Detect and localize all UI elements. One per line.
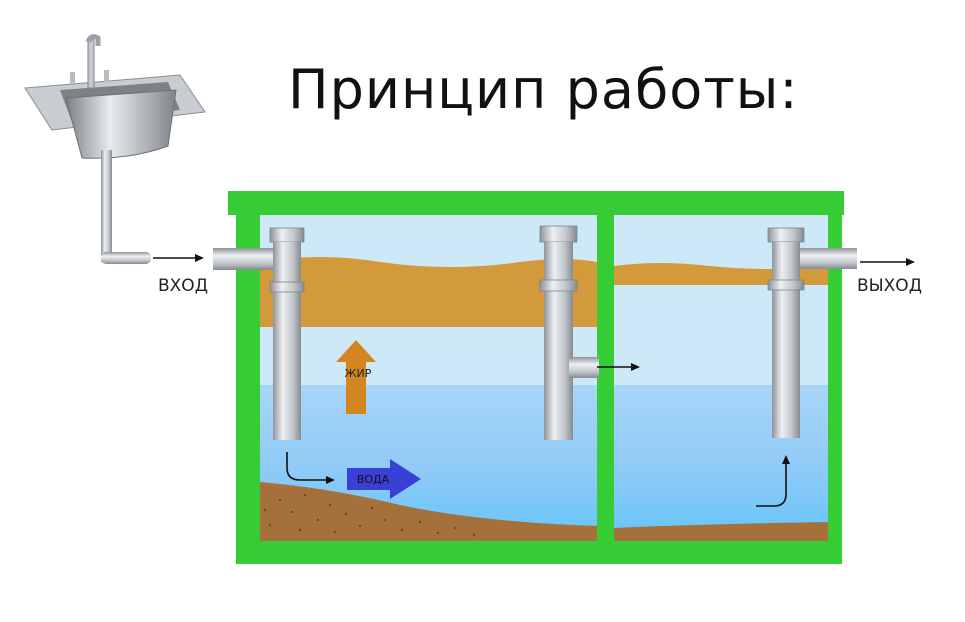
outlet-label: ВЫХОД [857,276,922,296]
sludge-layer-right [614,522,828,541]
sink-icon [24,34,206,264]
transfer-pipe [539,225,599,440]
water-label: ВОДА [357,473,390,486]
water-flow-arrow: ВОДА [347,459,421,499]
fat-rise-arrow: ЖИР [336,340,376,414]
outflow-curve-arrow [756,455,790,507]
inlet-tee-pipe [269,227,305,440]
inlet-pipe [213,248,275,270]
sludge-layer [260,482,597,541]
inlet-flow-arrow [153,254,204,262]
page-title: Принцип работы: [288,58,799,121]
transfer-flow-arrow [597,363,640,371]
fat-layer [260,257,597,327]
outlet-flow-arrow [860,258,915,266]
fat-label: ЖИР [345,367,372,380]
left-chamber [260,215,597,541]
inflow-curve-arrow [286,452,335,484]
inlet-label: ВХОД [158,276,208,296]
outlet-pipe [767,227,857,438]
